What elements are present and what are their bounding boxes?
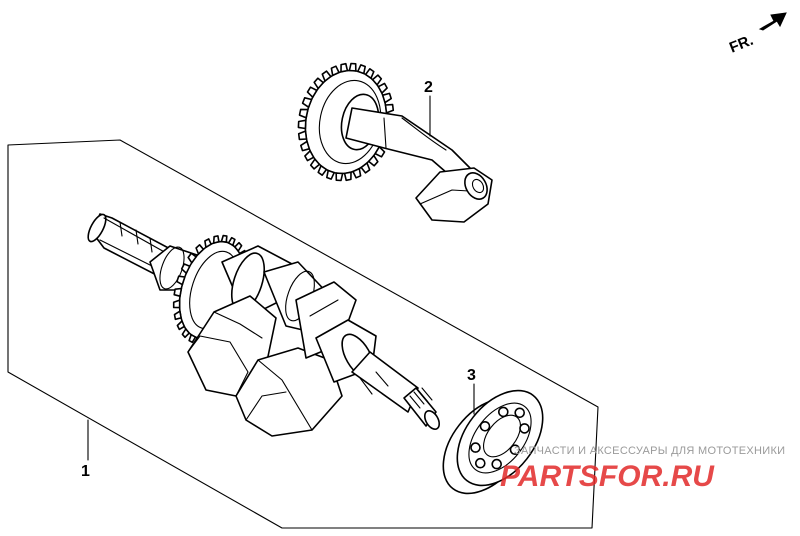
gear-tooth: [335, 172, 344, 182]
callout-2: 2: [424, 79, 433, 96]
gear-tooth: [304, 150, 315, 162]
gear-tooth: [173, 310, 182, 321]
bearing-ball: [509, 444, 521, 456]
gear-tooth: [176, 275, 186, 286]
gear-tooth: [381, 92, 393, 104]
gear-tooth: [298, 108, 309, 119]
gear-tooth: [220, 234, 228, 243]
direction-label: FR.: [727, 32, 756, 57]
crankshaft-illustration: [87, 213, 441, 437]
bearing-ball: [491, 458, 503, 470]
bearing-ball: [479, 420, 491, 432]
callout-3: 3: [467, 367, 476, 384]
gear-tooth: [173, 287, 183, 298]
assembly-frame: [7, 139, 599, 529]
ball-bearing-illustration: [442, 389, 544, 495]
gear-tooth: [356, 64, 367, 75]
bearing-ball: [470, 442, 481, 453]
gear-tooth: [313, 77, 325, 90]
watermark-logo: PARTSFOR.RU: [500, 460, 715, 493]
gear-tooth: [348, 62, 357, 72]
gear-tooth: [297, 119, 307, 130]
arrow-right-icon: [758, 12, 787, 31]
gear-tooth: [187, 252, 197, 264]
gear-tooth: [374, 146, 386, 158]
gear-tooth: [297, 130, 308, 141]
gear-tooth: [172, 299, 181, 309]
gear-tooth: [364, 68, 375, 79]
gear-tooth: [309, 158, 321, 170]
gear-tooth: [176, 320, 186, 331]
gear-tooth: [195, 244, 205, 255]
gear-tooth: [330, 65, 340, 77]
gear-tooth: [321, 70, 332, 82]
gear-tooth: [360, 162, 371, 174]
gear-tooth: [299, 140, 311, 152]
gear-tooth: [340, 62, 349, 73]
watermark-tagline: ЗАПЧАСТИ И АКСЕССУАРЫ ДЛЯ МОТОТЕХНИКИ: [514, 445, 785, 457]
gear-tooth: [377, 82, 388, 94]
callout-1: 1: [81, 463, 90, 480]
gear-tooth: [317, 165, 328, 176]
gear-tooth: [325, 169, 336, 180]
direction-marker: FR.: [727, 12, 787, 57]
bearing-ball: [474, 457, 486, 469]
gear-tooth: [301, 97, 313, 108]
gear-tooth: [204, 238, 212, 249]
gear-tooth: [181, 328, 190, 339]
bearing-ball: [519, 423, 530, 434]
gear-tooth: [343, 171, 352, 182]
gear-tooth: [212, 235, 220, 244]
gear-tooth: [234, 241, 243, 252]
gear-tooth: [384, 103, 395, 114]
gear-tooth: [352, 167, 362, 179]
balancer-shaft-illustration: [297, 62, 493, 223]
gear-tooth: [306, 86, 318, 98]
gear-tooth: [367, 154, 379, 167]
gear-tooth: [188, 333, 197, 344]
gear-tooth: [227, 236, 236, 247]
gear-tooth: [371, 74, 383, 86]
bearing-ball: [514, 407, 526, 419]
bearing-ball: [497, 406, 509, 418]
gear-tooth: [180, 263, 191, 275]
